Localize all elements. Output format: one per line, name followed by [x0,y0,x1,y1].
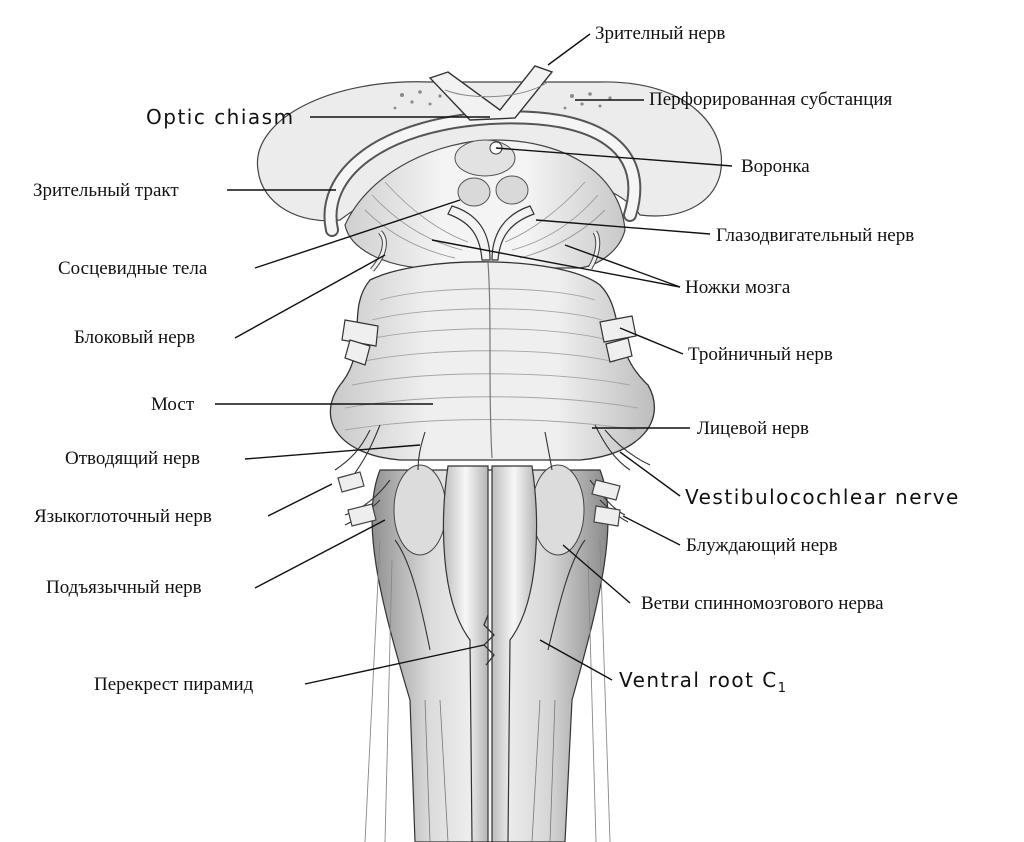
label-trigeminal-nerve: Тройничный нерв [688,344,833,365]
label-infundibulum: Воронка [741,156,810,177]
medulla-spinal-cord-shape [371,464,609,842]
label-abducens-nerve: Отводящий нерв [65,448,201,469]
trigeminal-nerve-shape [341,315,637,366]
label-optic-nerve: Зрителный нерв [595,23,726,44]
label-glossopharyngeal-nerve: Языкоглоточный нерв [34,506,212,527]
label-ventral-root-c1-text: Ventral root C [619,668,778,692]
label-oculomotor-nerve: Глазодвигательный нерв [716,225,915,246]
oculomotor-nerve-shape [447,205,535,261]
label-pyramidal-decussation: Перекрест пирамид [94,674,254,695]
label-pons: Мост [151,394,195,415]
label-ventral-root-c1-subscript: 1 [777,681,788,696]
label-cerebral-peduncles: Ножки мозга [685,277,791,298]
label-perforated-substance: Перфорированная субстанция [649,89,893,110]
cerebral-peduncles-shape [344,139,626,269]
label-ventral-root-c1: Ventral root C1 [619,670,788,695]
label-mammillary-bodies: Сосцевидные тела [58,258,208,279]
optic-chiasm-shape [428,65,554,121]
label-optic-tract: Зрительный тракт [33,180,179,201]
label-trochlear-nerve: Блоковый нерв [74,327,196,348]
pons-shape [329,261,656,461]
label-spinal-accessory-branches: Ветви спинномозгового нерва [641,593,884,614]
label-vestibulocochlear-nerve: Vestibulocochlear nerve [685,485,960,509]
label-optic-chiasm: Optic chiasm [146,105,295,129]
leader-lines [215,33,733,685]
label-hypoglossal-nerve: Подъязычный нерв [46,577,202,598]
label-vagus-nerve: Блуждающий нерв [686,535,838,556]
label-facial-nerve: Лицевой нерв [697,418,809,439]
